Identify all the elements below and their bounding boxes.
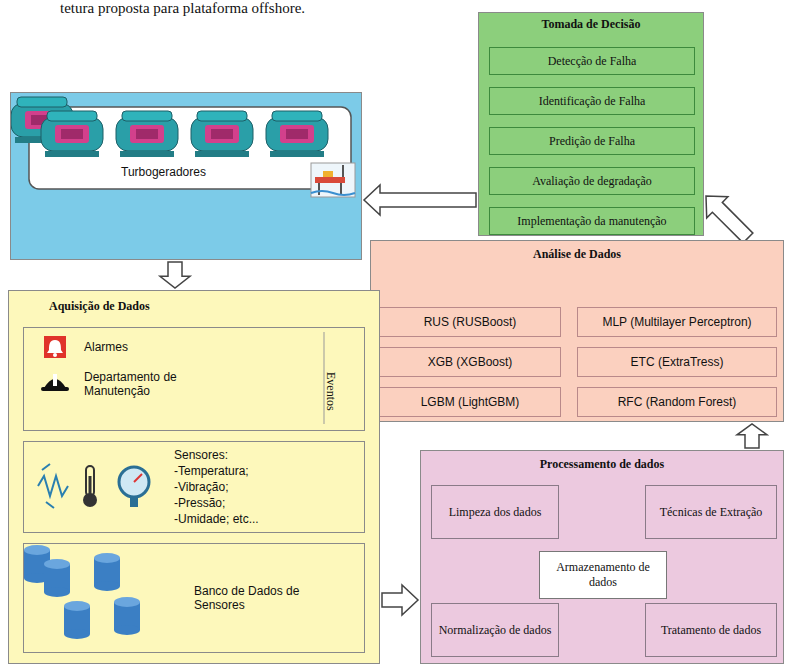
model-box: ETC (ExtraTress) [577,347,777,377]
model-box: MLP (Multilayer Perceptron) [577,307,777,337]
panel-title: Tomada de Decisão [479,17,703,32]
panel-title: Alarmes [84,340,128,354]
node-label: -Pressão; [174,496,225,510]
decision-step: Implementação da manutenção [489,207,695,235]
node-label: XGB (XGBoost) [428,355,513,369]
node-label: Técnicas de Extração [660,505,763,520]
process-box: Normalização de dados [431,603,559,657]
acquisition-panel: Aquisição de Dados AlarmesDepartamento d… [8,290,380,664]
node-label: Tratamento de dados [661,623,761,638]
process-box: Tratamento de dados [645,603,777,657]
storage-box: Armazenamento de dados [539,551,667,599]
node-label: RFC (Random Forest) [618,395,737,409]
node-label: RUS (RUSBoost) [424,315,517,329]
decision-step: Avaliação de degradação [489,167,695,195]
node-label: Avaliação de degradação [532,174,652,189]
panel-title: Sensores: [174,448,228,462]
database-box: Banco de Dados de Sensores [23,543,365,653]
node-label: Eventos [323,372,338,411]
node-label: Identificação de Falha [539,94,646,109]
events-box: AlarmesDepartamento de Manutenção Eventos [23,327,365,431]
process-box: Limpeza dos dados [431,485,559,539]
block-arrow [706,196,753,243]
model-box: RUS (RUSBoost) [379,307,561,337]
node-label: ETC (ExtraTress) [631,355,724,369]
decision-step: Predição de Falha [489,127,695,155]
node-label: LGBM (LightGBM) [421,395,520,409]
sensor-box: Sensores: -Temperatura; -Vibração; -Pressão… [23,441,365,533]
model-box: LGBM (LightGBM) [379,387,561,417]
node-label: Armazenamento de dados [546,560,660,590]
figure-caption: tetura proposta para plataforma offshore… [60,0,305,17]
panel-title: Aquisição de Dados [49,299,150,314]
block-arrow [364,185,476,215]
node-label: Implementação da manutenção [517,214,666,229]
panel-title: Análise de Dados [371,247,783,262]
node-label: Departamento de Manutenção [84,370,214,398]
node-label: Normalização de dados [439,623,552,638]
model-box: RFC (Random Forest) [577,387,777,417]
turbine-panel: Turbogeradores [10,92,362,260]
event-icons [24,328,364,428]
decision-panel: Tomada de DecisãoDetecção de FalhaIdenti… [478,12,704,236]
block-arrow [382,585,418,615]
processing-panel: Processamento de dadosLimpeza dos dadosT… [420,450,784,664]
process-box: Técnicas de Extração [645,485,777,539]
panel-title: Banco de Dados de Sensores [194,584,314,612]
model-box: XGB (XGBoost) [379,347,561,377]
node-label: -Vibração; [174,480,228,494]
node-label: Detecção de Falha [548,54,637,69]
analysis-panel: Análise de DadosRUS (RUSBoost) MLP (Multi… [370,240,784,422]
block-arrow [160,262,190,288]
node-label: -Temperatura; [174,464,249,478]
node-label: Limpeza dos dados [449,505,542,520]
decision-step: Detecção de Falha [489,47,695,75]
panel-title: Processamento de dados [421,457,783,472]
node-label: MLP (Multilayer Perceptron) [602,315,751,329]
node-label: Predição de Falha [549,134,635,149]
panel-title: Turbogeradores [121,165,206,179]
node-label: -Umidade; etc... [174,512,259,526]
block-arrow [737,424,767,448]
decision-step: Identificação de Falha [489,87,695,115]
